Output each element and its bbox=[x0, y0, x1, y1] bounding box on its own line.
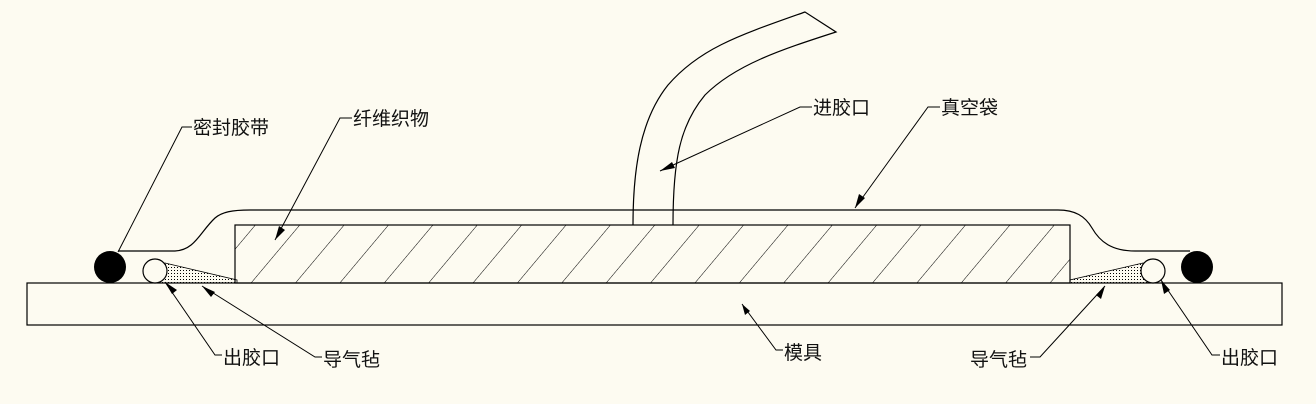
label-resin-inlet: 进胶口 bbox=[813, 97, 870, 119]
label-mold: 模具 bbox=[784, 342, 822, 364]
label-breather-right: 导气毡 bbox=[970, 349, 1027, 371]
breather-felt-left bbox=[159, 262, 238, 284]
label-resin-outlet-left: 出胶口 bbox=[223, 347, 280, 369]
label-sealant-tape: 密封胶带 bbox=[193, 117, 269, 139]
breather-felt-right bbox=[1069, 262, 1149, 284]
resin-outlet-right bbox=[1140, 258, 1166, 284]
sealant-tape-left bbox=[94, 251, 126, 283]
mold bbox=[26, 282, 1283, 326]
fiber-fabric bbox=[234, 224, 1071, 284]
resin-inlet-tube bbox=[632, 11, 838, 226]
resin-outlet-left bbox=[142, 258, 168, 284]
label-fiber-fabric: 纤维织物 bbox=[353, 108, 429, 130]
label-vacuum-bag: 真空袋 bbox=[941, 97, 998, 119]
vacuum-bag bbox=[118, 209, 1190, 252]
sealant-tape-right bbox=[1181, 251, 1213, 283]
leader-lines bbox=[117, 106, 1220, 358]
label-breather-left: 导气毡 bbox=[323, 349, 380, 371]
label-resin-outlet-right: 出胶口 bbox=[1221, 347, 1278, 369]
